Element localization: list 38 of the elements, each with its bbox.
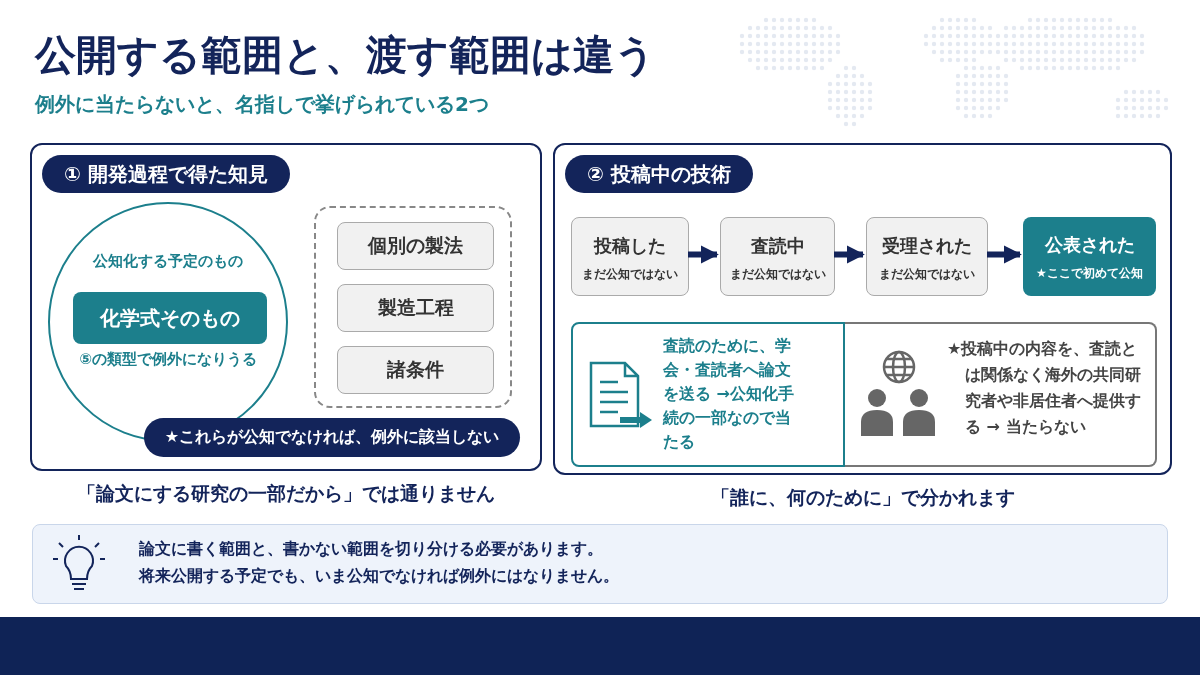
card-text: 査読のために、学会・査読者へ論文を送る →公知化手続の一部なので当たる — [663, 335, 795, 453]
card-text: ★投稿中の内容を、査読とは関係なく海外の共同研究者や非居住者へ提供する → 当たらない — [947, 338, 1141, 438]
panel-card — [553, 143, 1172, 475]
dashed-group — [314, 206, 512, 408]
title: 公開する範囲と、渡す範囲は違う — [35, 30, 656, 81]
subtitle: 例外に当たらないと、名指しで挙げられている2つ — [35, 91, 489, 118]
info-card — [845, 322, 1157, 467]
step-note: まだ公知ではない — [878, 266, 976, 283]
tip-text: 将来公開する予定でも、いま公知でなければ例外にはなりません。 — [139, 566, 619, 587]
arrow — [987, 245, 1022, 264]
arrow — [688, 245, 719, 264]
step-title: 受理された — [881, 234, 973, 258]
info-card — [571, 322, 845, 467]
step-title: 査読中 — [749, 234, 806, 258]
note-pill: ★これらが公知でなければ、例外に該当しない — [144, 418, 520, 457]
tip-text: 論文に書く範囲と、書かない範囲を切り分ける必要があります。 — [139, 539, 603, 560]
heading-pill: ② 投稿中の技術 — [565, 155, 753, 193]
step-box — [720, 217, 835, 296]
caption-text: 「論文にする研究の一部だから」では通りません — [76, 481, 496, 506]
step-box — [1023, 217, 1156, 296]
arrow — [834, 245, 865, 264]
item-box: 個別の製法 — [337, 222, 494, 270]
step-box — [866, 217, 988, 296]
step-title: 投稿した — [592, 234, 667, 258]
step-note: ★ここで初めて公知 — [1035, 265, 1144, 282]
caption-text: 「誰に、何のために」で分かれます — [709, 485, 1016, 510]
step-note: まだ公知ではない — [728, 266, 827, 283]
panel-card — [30, 143, 542, 471]
heading-pill: ① 開発過程で得た知見 — [42, 155, 290, 193]
step-title: 公表された — [1043, 233, 1136, 257]
step-box — [571, 217, 689, 296]
tip-card — [32, 524, 1168, 604]
item-box: 製造工程 — [337, 284, 494, 332]
circle-text: 公知化する予定のもの — [91, 252, 244, 271]
step-note: まだ公知ではない — [581, 266, 679, 283]
circle-text: ⑤の類型で例外になりうる — [78, 350, 258, 369]
item-box: 諸条件 — [337, 346, 494, 394]
highlight-box: 化学式そのもの — [73, 292, 267, 344]
